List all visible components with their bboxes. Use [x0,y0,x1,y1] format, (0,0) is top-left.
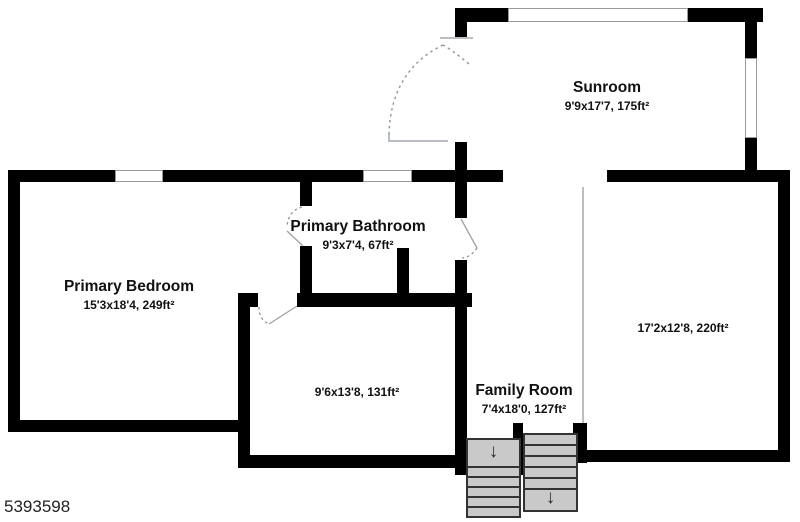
listing-id: 5393598 [4,497,71,516]
family-room-door-arc [461,247,478,259]
sunroom-opening-edge-top [440,37,473,39]
room-dims: 9'6x13'8, 131ft² [314,385,400,399]
room-label-middle-room: 9'6x13'8, 131ft² [315,383,399,399]
wall-bedroom-left [8,170,20,432]
sunroom-top-window [508,8,688,22]
wall-right-room-top [607,170,790,182]
stair-tread [525,435,576,446]
bathroom-window [363,170,412,182]
room-name: Primary Bedroom [63,278,195,295]
sunroom-opening-edge-tick [388,134,390,141]
wall-family-left-main [455,260,467,475]
room-name: Family Room [475,382,573,399]
middle-room-door-arc [258,306,270,325]
stairs-down-arrow-icon: ↓ [488,441,499,462]
stair-tread [468,506,519,516]
room-label-sunroom: Sunroom 9'9x17'7, 175ft² [565,79,649,113]
stairs-down-arrow-icon: ↓ [545,487,556,508]
wall-bathroom-bottom [297,293,472,307]
wall-bedroom-bottom [8,420,250,432]
room-name: Sunroom [572,79,642,96]
wall-right-room-right [778,170,790,462]
wall-right-room-bottom [587,450,790,462]
room-dims: 9'9x17'7, 175ft² [564,99,650,113]
room-dims: 7'4x18'0, 127ft² [481,402,567,416]
wall-sunroom-right-lower [745,138,757,178]
bedroom-window [115,170,163,182]
staircase-right-landing: ↓ [525,487,576,510]
stair-tread [468,486,519,496]
stair-tread [468,466,519,476]
wall-sunroom-left-upper [455,8,467,38]
stair-tread [525,446,576,457]
sunroom-right-window [745,58,757,138]
wall-bathroom-corner-stub [238,293,258,307]
room-dims: 17'2x12'8, 220ft² [637,321,729,335]
staircase-left-landing: ↓ [468,440,519,466]
room-label-primary-bedroom: Primary Bedroom 15'3x18'4, 249ft² [64,278,194,312]
room-name: Primary Bathroom [290,218,426,235]
wall-family-left-upper [455,182,467,218]
wall-middle-room-bottom [238,455,460,468]
room-label-family-room: Family Room 7'4x18'0, 127ft² [475,382,572,416]
room-label-primary-bathroom: Primary Bathroom 9'3x7'4, 67ft² [290,218,425,252]
family-room-door-leaf [460,218,478,249]
staircase-left: ↓ [466,438,521,518]
stair-tread [525,479,576,490]
room-dims: 15'3x18'4, 249ft² [83,298,175,312]
room-label-right-room: 17'2x12'8, 220ft² [637,319,728,335]
wall-top-main [8,170,503,182]
sunroom-door-arc [388,44,444,136]
sunroom-opening-edge-bottom [388,140,448,142]
staircase-right: ↓ [523,433,578,512]
stair-tread [468,476,519,486]
wall-bathroom-divider [397,248,409,294]
middle-room-door-leaf [268,305,298,325]
sunroom-door-arc-2 [442,44,470,65]
wall-bathroom-left-upper [300,182,312,206]
wall-sunroom-left-lower [455,142,467,178]
wall-bedroom-right [238,295,250,468]
stair-tread [468,496,519,506]
room-dims: 9'3x7'4, 67ft² [322,238,394,252]
family-room-divider-line [582,187,584,423]
wall-family-top-stub [467,170,503,182]
wall-sunroom-right-upper [745,8,757,58]
wall-bathroom-left-lower [300,246,312,294]
stair-tread [525,468,576,479]
stair-tread [525,457,576,468]
